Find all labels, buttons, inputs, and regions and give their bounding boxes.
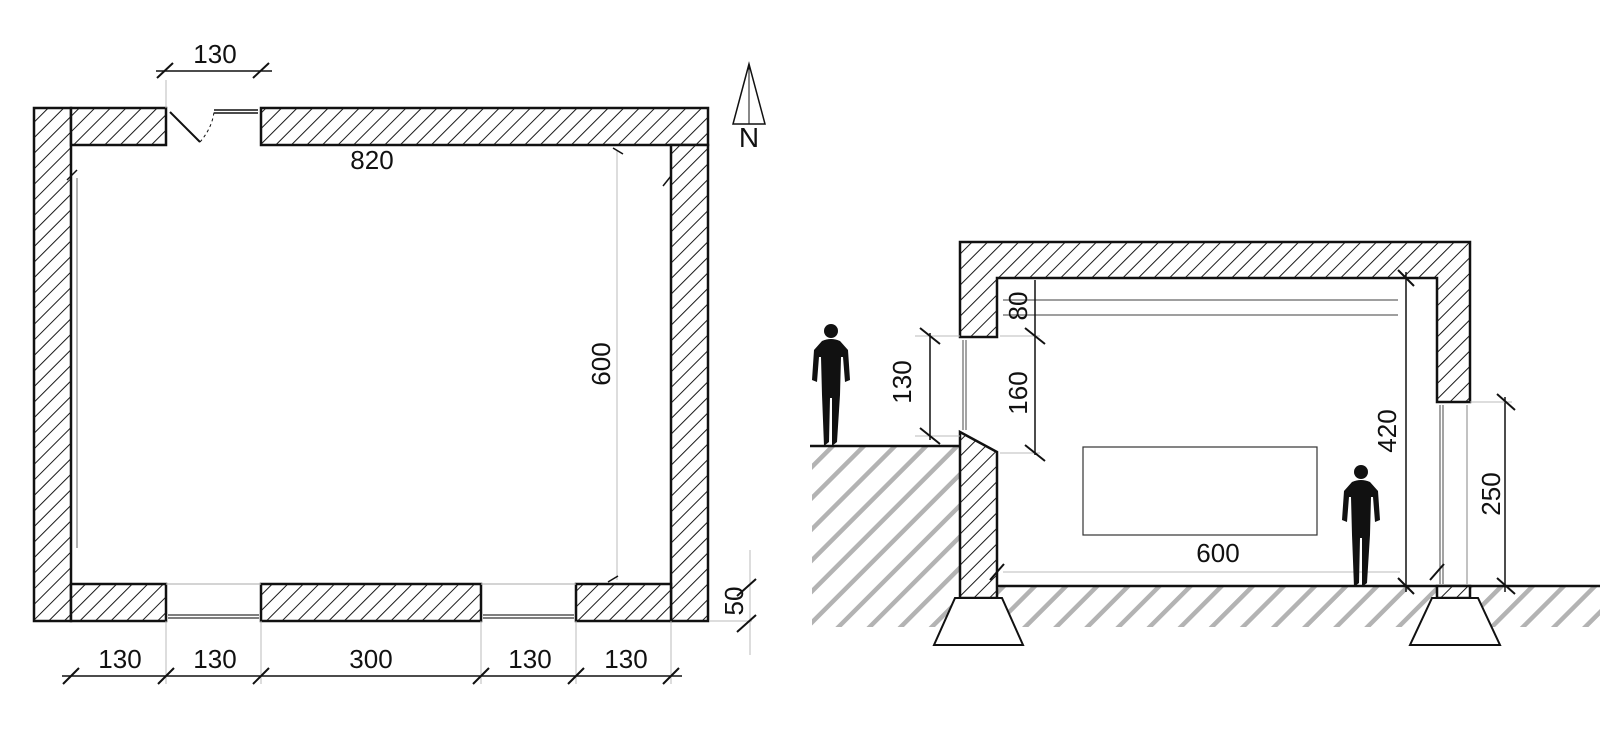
dim-bottom-chain: 130 130 300 130 130 [62, 621, 682, 685]
door-swing [165, 80, 258, 143]
plan-windows [166, 583, 576, 619]
floor-plan: N 130 820 600 50 [32, 39, 766, 685]
dim-text-b3: 300 [349, 644, 392, 674]
dim-text-wall: 50 [719, 587, 749, 616]
dim-text-door: 130 [193, 39, 236, 69]
dim-span-ticks [989, 563, 1445, 581]
section-view: 130 80 160 420 250 [810, 240, 1600, 646]
dim-text-b5: 130 [604, 644, 647, 674]
plan-walls [32, 106, 710, 623]
dim-text-clerestory: 80 [1003, 292, 1033, 321]
dim-text-b4: 130 [508, 644, 551, 674]
section-walls [958, 240, 1472, 600]
north-label: N [739, 122, 759, 153]
plan-guides [76, 150, 752, 655]
north-arrow-icon: N [732, 61, 766, 153]
person-silhouette-icon [812, 324, 850, 446]
dim-door-top: 130 [156, 39, 272, 79]
dim-wall-thickness: 50 [719, 578, 757, 633]
dim-text-glazing: 160 [1003, 371, 1033, 414]
interior-box [1082, 446, 1318, 536]
dim-opening-right: 250 [1470, 393, 1516, 595]
dim-height: 420 [1372, 269, 1415, 595]
dim-text-width: 600 [586, 342, 616, 385]
dim-text-b1: 130 [98, 644, 141, 674]
dim-text-window-left: 130 [887, 360, 917, 403]
plan-dim-ticks [66, 147, 672, 583]
dim-window-left: 130 [887, 327, 960, 445]
footings [932, 597, 1502, 646]
ground [810, 444, 1600, 627]
dim-text-length: 820 [350, 145, 393, 175]
section-glazing [962, 299, 1468, 584]
dim-text-span: 600 [1196, 538, 1239, 568]
person-silhouette-icon-2 [1342, 465, 1380, 587]
dim-clerestory-chain: 80 160 [1000, 280, 1046, 462]
dim-text-b2: 130 [193, 644, 236, 674]
dim-text-opening: 250 [1476, 472, 1506, 515]
dim-text-height: 420 [1372, 409, 1402, 452]
